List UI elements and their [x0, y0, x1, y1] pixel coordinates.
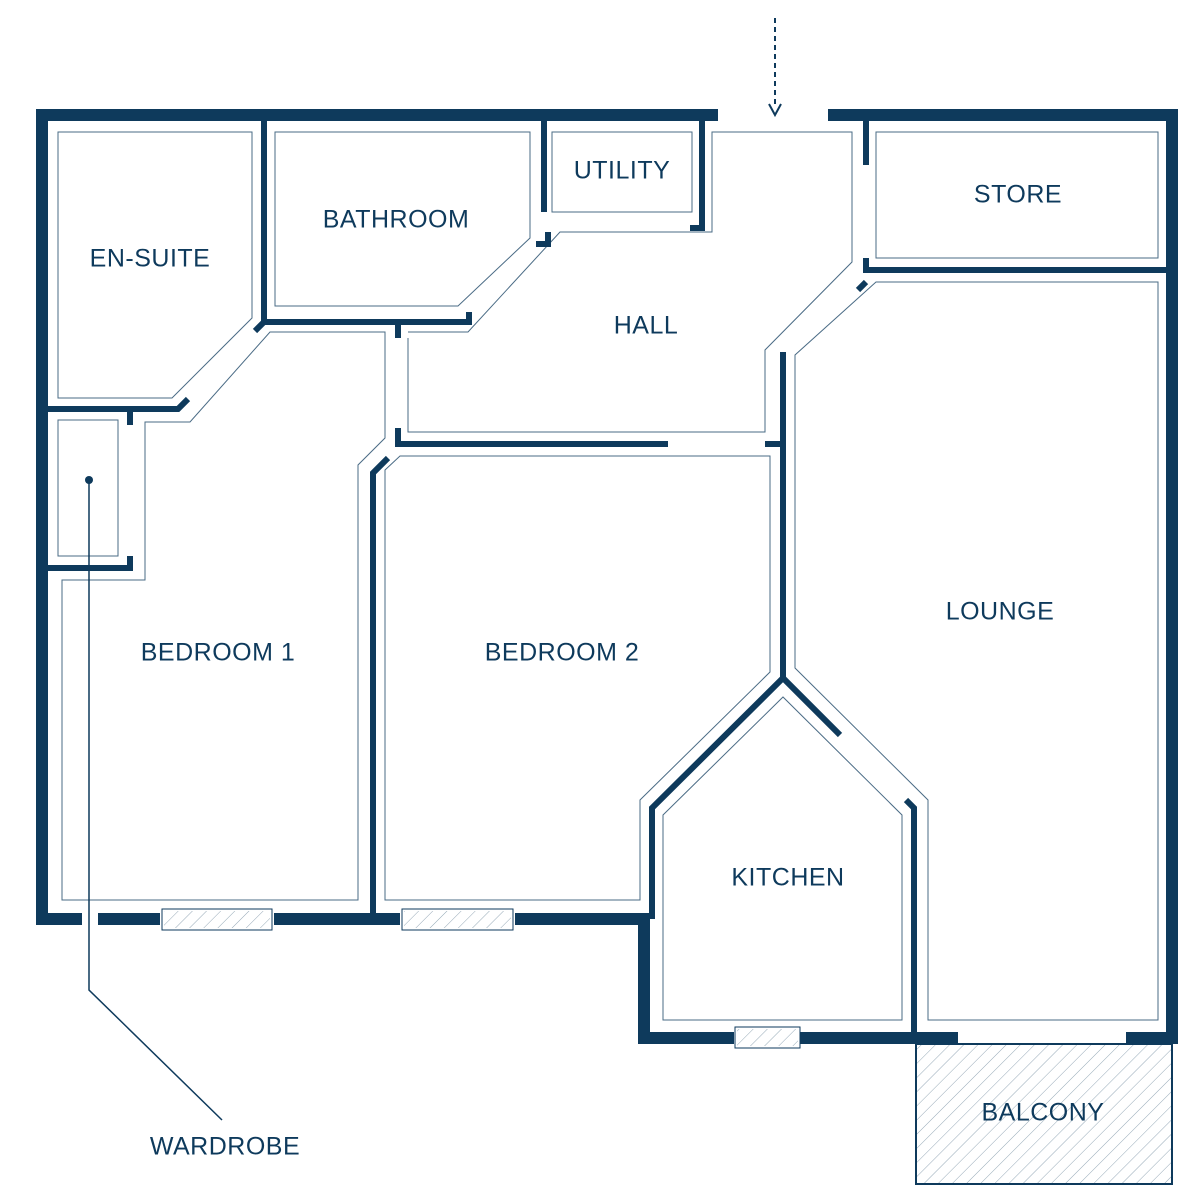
room-label-bathroom: BATHROOM [323, 206, 470, 234]
wardrobe-callout [85, 476, 223, 1121]
room-label-lounge: LOUNGE [946, 598, 1055, 626]
outer-walls [36, 109, 1178, 1044]
wall-linings [57, 131, 1159, 1021]
inner-walls [42, 115, 1172, 1038]
entrance-arrow-icon [768, 18, 782, 118]
room-label-balcony: BALCONY [982, 1099, 1105, 1127]
room-label-en-suite: EN-SUITE [90, 245, 211, 273]
balcony-area [915, 1043, 1173, 1185]
callout-label-wardrobe: WARDROBE [150, 1133, 300, 1161]
room-label-kitchen: KITCHEN [731, 864, 844, 892]
room-label-store: STORE [974, 181, 1062, 209]
window-kitchen [734, 1026, 801, 1049]
room-label-bedroom-2: BEDROOM 2 [485, 639, 640, 667]
window-bedroom-1 [161, 908, 273, 931]
room-label-bedroom-1: BEDROOM 1 [141, 639, 296, 667]
room-label-hall: HALL [614, 312, 679, 340]
window-bedroom-2 [401, 908, 514, 931]
room-label-utility: UTILITY [574, 157, 671, 185]
